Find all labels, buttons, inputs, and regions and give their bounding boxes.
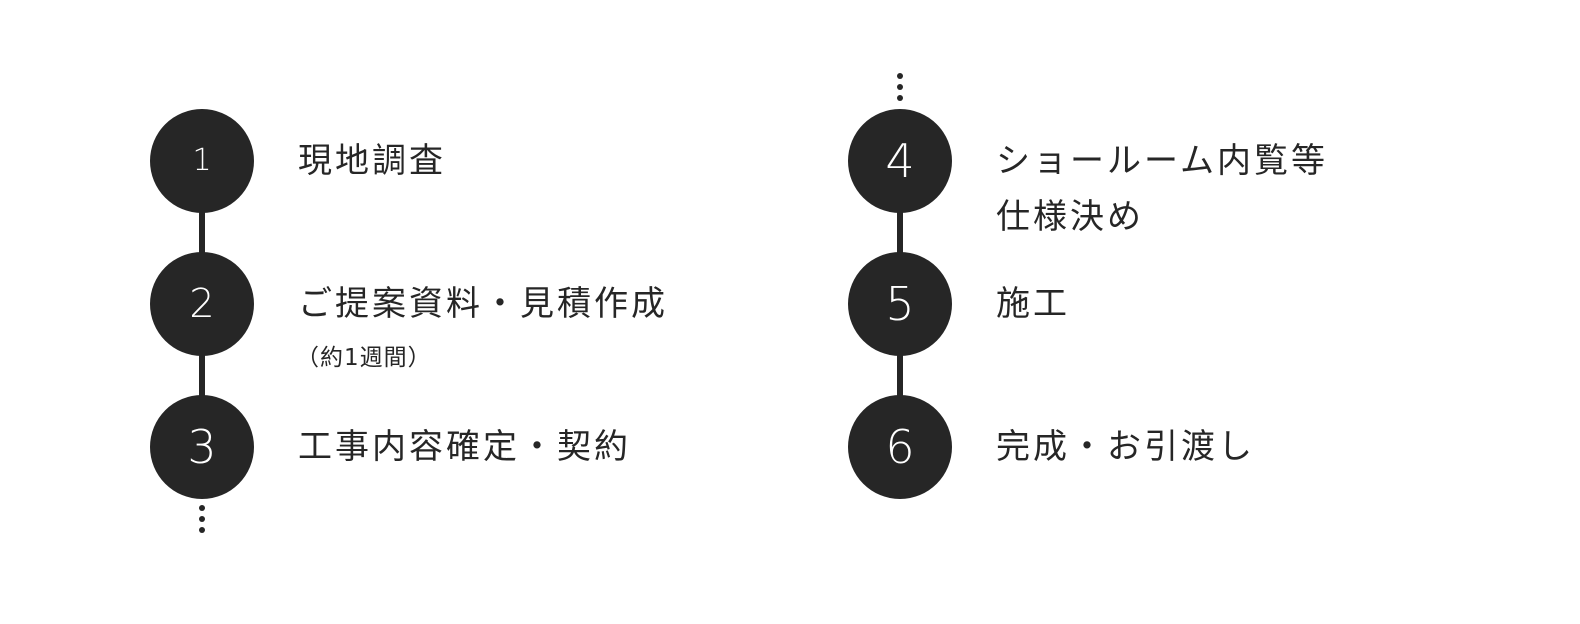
connector-line-4-5 xyxy=(897,205,903,261)
step-label-3: 工事内容確定・契約 xyxy=(298,427,631,467)
dot xyxy=(897,84,903,90)
step-number: 5 xyxy=(885,277,915,331)
dot xyxy=(199,516,205,522)
step-label-2: ご提案資料・見積作成 xyxy=(298,284,668,324)
flow-column-right: 4 ショールーム内覧等 仕様決め 5 施工 6 完成・お引渡し xyxy=(698,0,1418,624)
step-label-5: 施工 xyxy=(996,284,1070,324)
step-circle-2: 2 xyxy=(150,252,254,356)
step-circle-3: 3 xyxy=(150,395,254,499)
connector-line-2-3 xyxy=(199,348,205,404)
step-note-2: （約1週間） xyxy=(296,345,432,371)
dot xyxy=(199,505,205,511)
step-label-6: 完成・お引渡し xyxy=(996,427,1255,467)
step-label-4-line2: 仕様決め xyxy=(996,197,1144,237)
dot xyxy=(897,95,903,101)
step-circle-1: 1 xyxy=(150,109,254,213)
step-number: 4 xyxy=(885,134,915,188)
flow-column-left: 1 現地調査 2 ご提案資料・見積作成 （約1週間） 3 工事内容確定・契約 xyxy=(0,0,720,624)
continuation-dots-top xyxy=(895,73,905,101)
connector-line-5-6 xyxy=(897,348,903,404)
step-circle-6: 6 xyxy=(848,395,952,499)
step-number: 1 xyxy=(192,143,212,178)
step-circle-5: 5 xyxy=(848,252,952,356)
step-label-4-line1: ショールーム内覧等 xyxy=(996,141,1328,181)
dot xyxy=(199,527,205,533)
step-number: 3 xyxy=(187,420,217,474)
dot xyxy=(897,73,903,79)
step-number: 6 xyxy=(885,420,915,474)
step-label-1: 現地調査 xyxy=(298,141,446,181)
connector-line-1-2 xyxy=(199,205,205,261)
continuation-dots-bottom xyxy=(197,505,207,533)
step-number: 2 xyxy=(189,281,215,327)
step-circle-4: 4 xyxy=(848,109,952,213)
